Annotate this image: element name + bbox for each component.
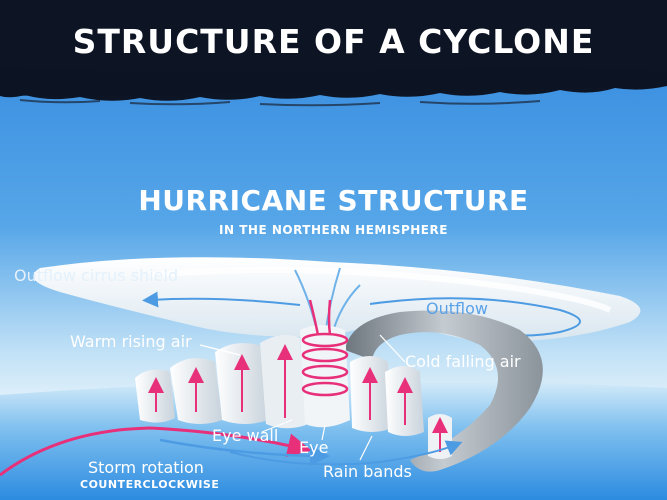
cold-air-band: [345, 310, 543, 472]
label-eye: Eye: [299, 438, 329, 457]
banner-brush-streak: [0, 68, 667, 96]
warm-air-arrows: [148, 344, 448, 452]
label-storm-rotation: Storm rotation: [88, 458, 204, 477]
diagram-subtitle: IN THE NORTHERN HEMISPHERE: [219, 223, 448, 237]
label-warm-rising-air: Warm rising air: [70, 332, 192, 351]
storm-rotation-arrow-right: [229, 440, 463, 466]
rising-air-spiral: [301, 299, 349, 397]
label-leader-lines: [199, 334, 406, 461]
label-counterclockwise: COUNTERCLOCKWISE: [80, 478, 220, 491]
banner-brush-edge: [19, 99, 541, 107]
diagram-title: HURRICANE STRUCTURE: [138, 184, 529, 217]
label-rain-bands: Rain bands: [323, 462, 412, 481]
storm-rotation-arrow-bottom: [159, 438, 330, 466]
page-title: STRUCTURE OF A CYCLONE: [72, 22, 595, 61]
outflow-arrow-left: [142, 291, 301, 308]
label-outflow-cirrus-shield: Outflow cirrus shield: [14, 266, 179, 285]
label-cold-falling-air: Cold falling air: [405, 352, 521, 371]
label-outflow: Outflow: [426, 299, 488, 318]
cirrus-shield-highlight: [149, 266, 612, 313]
storm-rotation-arrow-left: [0, 426, 312, 477]
label-eye-wall: Eye wall: [212, 426, 279, 445]
